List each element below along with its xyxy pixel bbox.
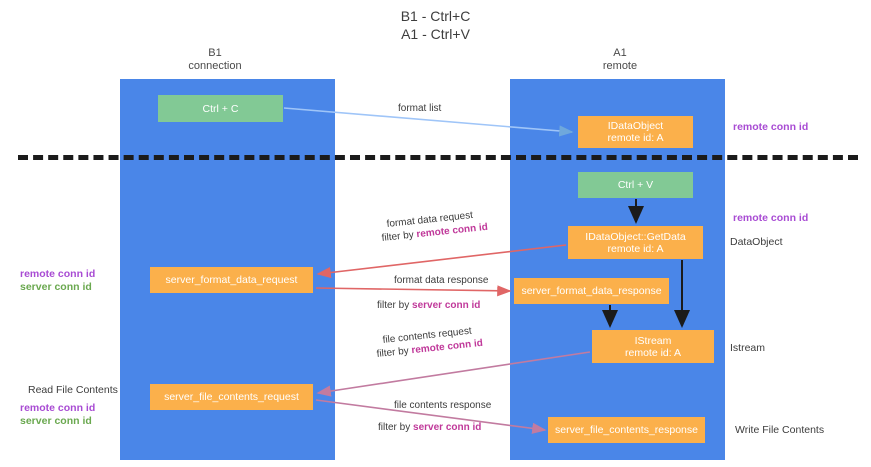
annotation-left-server-conn-id-bottom: server conn id [20, 415, 92, 427]
annotation-right-istream: Istream [730, 342, 766, 354]
node-istream-line1: IStream [634, 334, 672, 347]
node-idataobject-line2: remote id: A [607, 132, 664, 144]
annotation-left-remote-conn-id-top: remote conn id [20, 268, 96, 280]
node-idataobject[interactable]: IDataObject remote id: A [578, 116, 693, 148]
node-server-file-contents-response[interactable]: server_file_contents_response [548, 417, 705, 443]
node-ctrl-v[interactable]: Ctrl + V [578, 172, 693, 198]
lane-header-a1-role: remote [602, 60, 638, 72]
connector-file-contents-request [316, 351, 591, 397]
flow-label-format-data-response: format data response [394, 275, 489, 286]
filter-key: server conn id [413, 422, 482, 433]
filter-key: server conn id [412, 300, 481, 311]
annotation-right-remote-conn-id-top: remote conn id [733, 121, 809, 133]
node-getdata-line1: IDataObject::GetData [585, 230, 686, 243]
flow-label-format-data-response-filter: filter by server conn id [377, 299, 480, 312]
annotation-left-server-conn-id-top: server conn id [20, 281, 92, 293]
lane-header-b1-name: B1 [208, 47, 222, 59]
annotation-right-remote-conn-id-mid: remote conn id [733, 212, 809, 224]
filter-prefix: filter by [377, 300, 413, 311]
connector-format-data-response [315, 285, 512, 297]
phase-divider [18, 155, 858, 160]
lane-header-b1: B1 connection [155, 47, 275, 73]
filter-prefix: filter by [376, 345, 413, 360]
node-getdata-line2: remote id: A [607, 242, 664, 255]
connector-format-list [283, 107, 574, 137]
title-line-1: B1 - Ctrl+C [400, 8, 471, 24]
node-server-file-contents-request[interactable]: server_file_contents_request [150, 384, 313, 410]
filter-prefix: filter by [381, 229, 418, 244]
annotation-right-dataobject: DataObject [730, 236, 783, 248]
filter-prefix: filter by [378, 422, 414, 433]
node-istream-line2: remote id: A [624, 346, 682, 359]
node-istream[interactable]: IStream remote id: A [592, 330, 714, 363]
lane-header-a1-name: A1 [613, 47, 627, 59]
flow-label-file-contents-response: file contents response [394, 400, 492, 411]
connector-format-data-request [316, 244, 567, 279]
node-ctrl-c-label: Ctrl + C [202, 102, 239, 115]
flow-label-format-list: format list [398, 103, 442, 114]
node-server-file-contents-request-label: server_file_contents_request [164, 391, 299, 403]
node-idataobject-line1: IDataObject [607, 120, 664, 132]
flow-label-file-contents-response-filter: filter by server conn id [378, 421, 481, 434]
node-idataobject-getdata[interactable]: IDataObject::GetData remote id: A [568, 226, 703, 259]
lane-header-b1-role: connection [188, 60, 242, 72]
diagram-title: B1 - Ctrl+C A1 - Ctrl+V [0, 7, 871, 43]
node-server-format-data-request-label: server_format_data_request [165, 274, 298, 286]
annotation-right-write-file-contents: Write File Contents [735, 424, 825, 436]
lane-header-a1: A1 remote [560, 47, 680, 73]
annotation-left-remote-conn-id-bottom: remote conn id [20, 402, 96, 414]
node-ctrl-v-label: Ctrl + V [617, 179, 654, 191]
node-ctrl-c[interactable]: Ctrl + C [158, 95, 283, 122]
node-server-file-contents-response-label: server_file_contents_response [554, 424, 698, 436]
node-server-format-data-response[interactable]: server_format_data_response [514, 278, 669, 304]
title-line-2: A1 - Ctrl+V [401, 26, 470, 42]
node-server-format-data-request[interactable]: server_format_data_request [150, 267, 313, 293]
connector-file-contents-response [315, 399, 547, 434]
node-server-format-data-response-label: server_format_data_response [521, 285, 662, 297]
annotation-left-read-file-contents: Read File Contents [28, 384, 118, 396]
